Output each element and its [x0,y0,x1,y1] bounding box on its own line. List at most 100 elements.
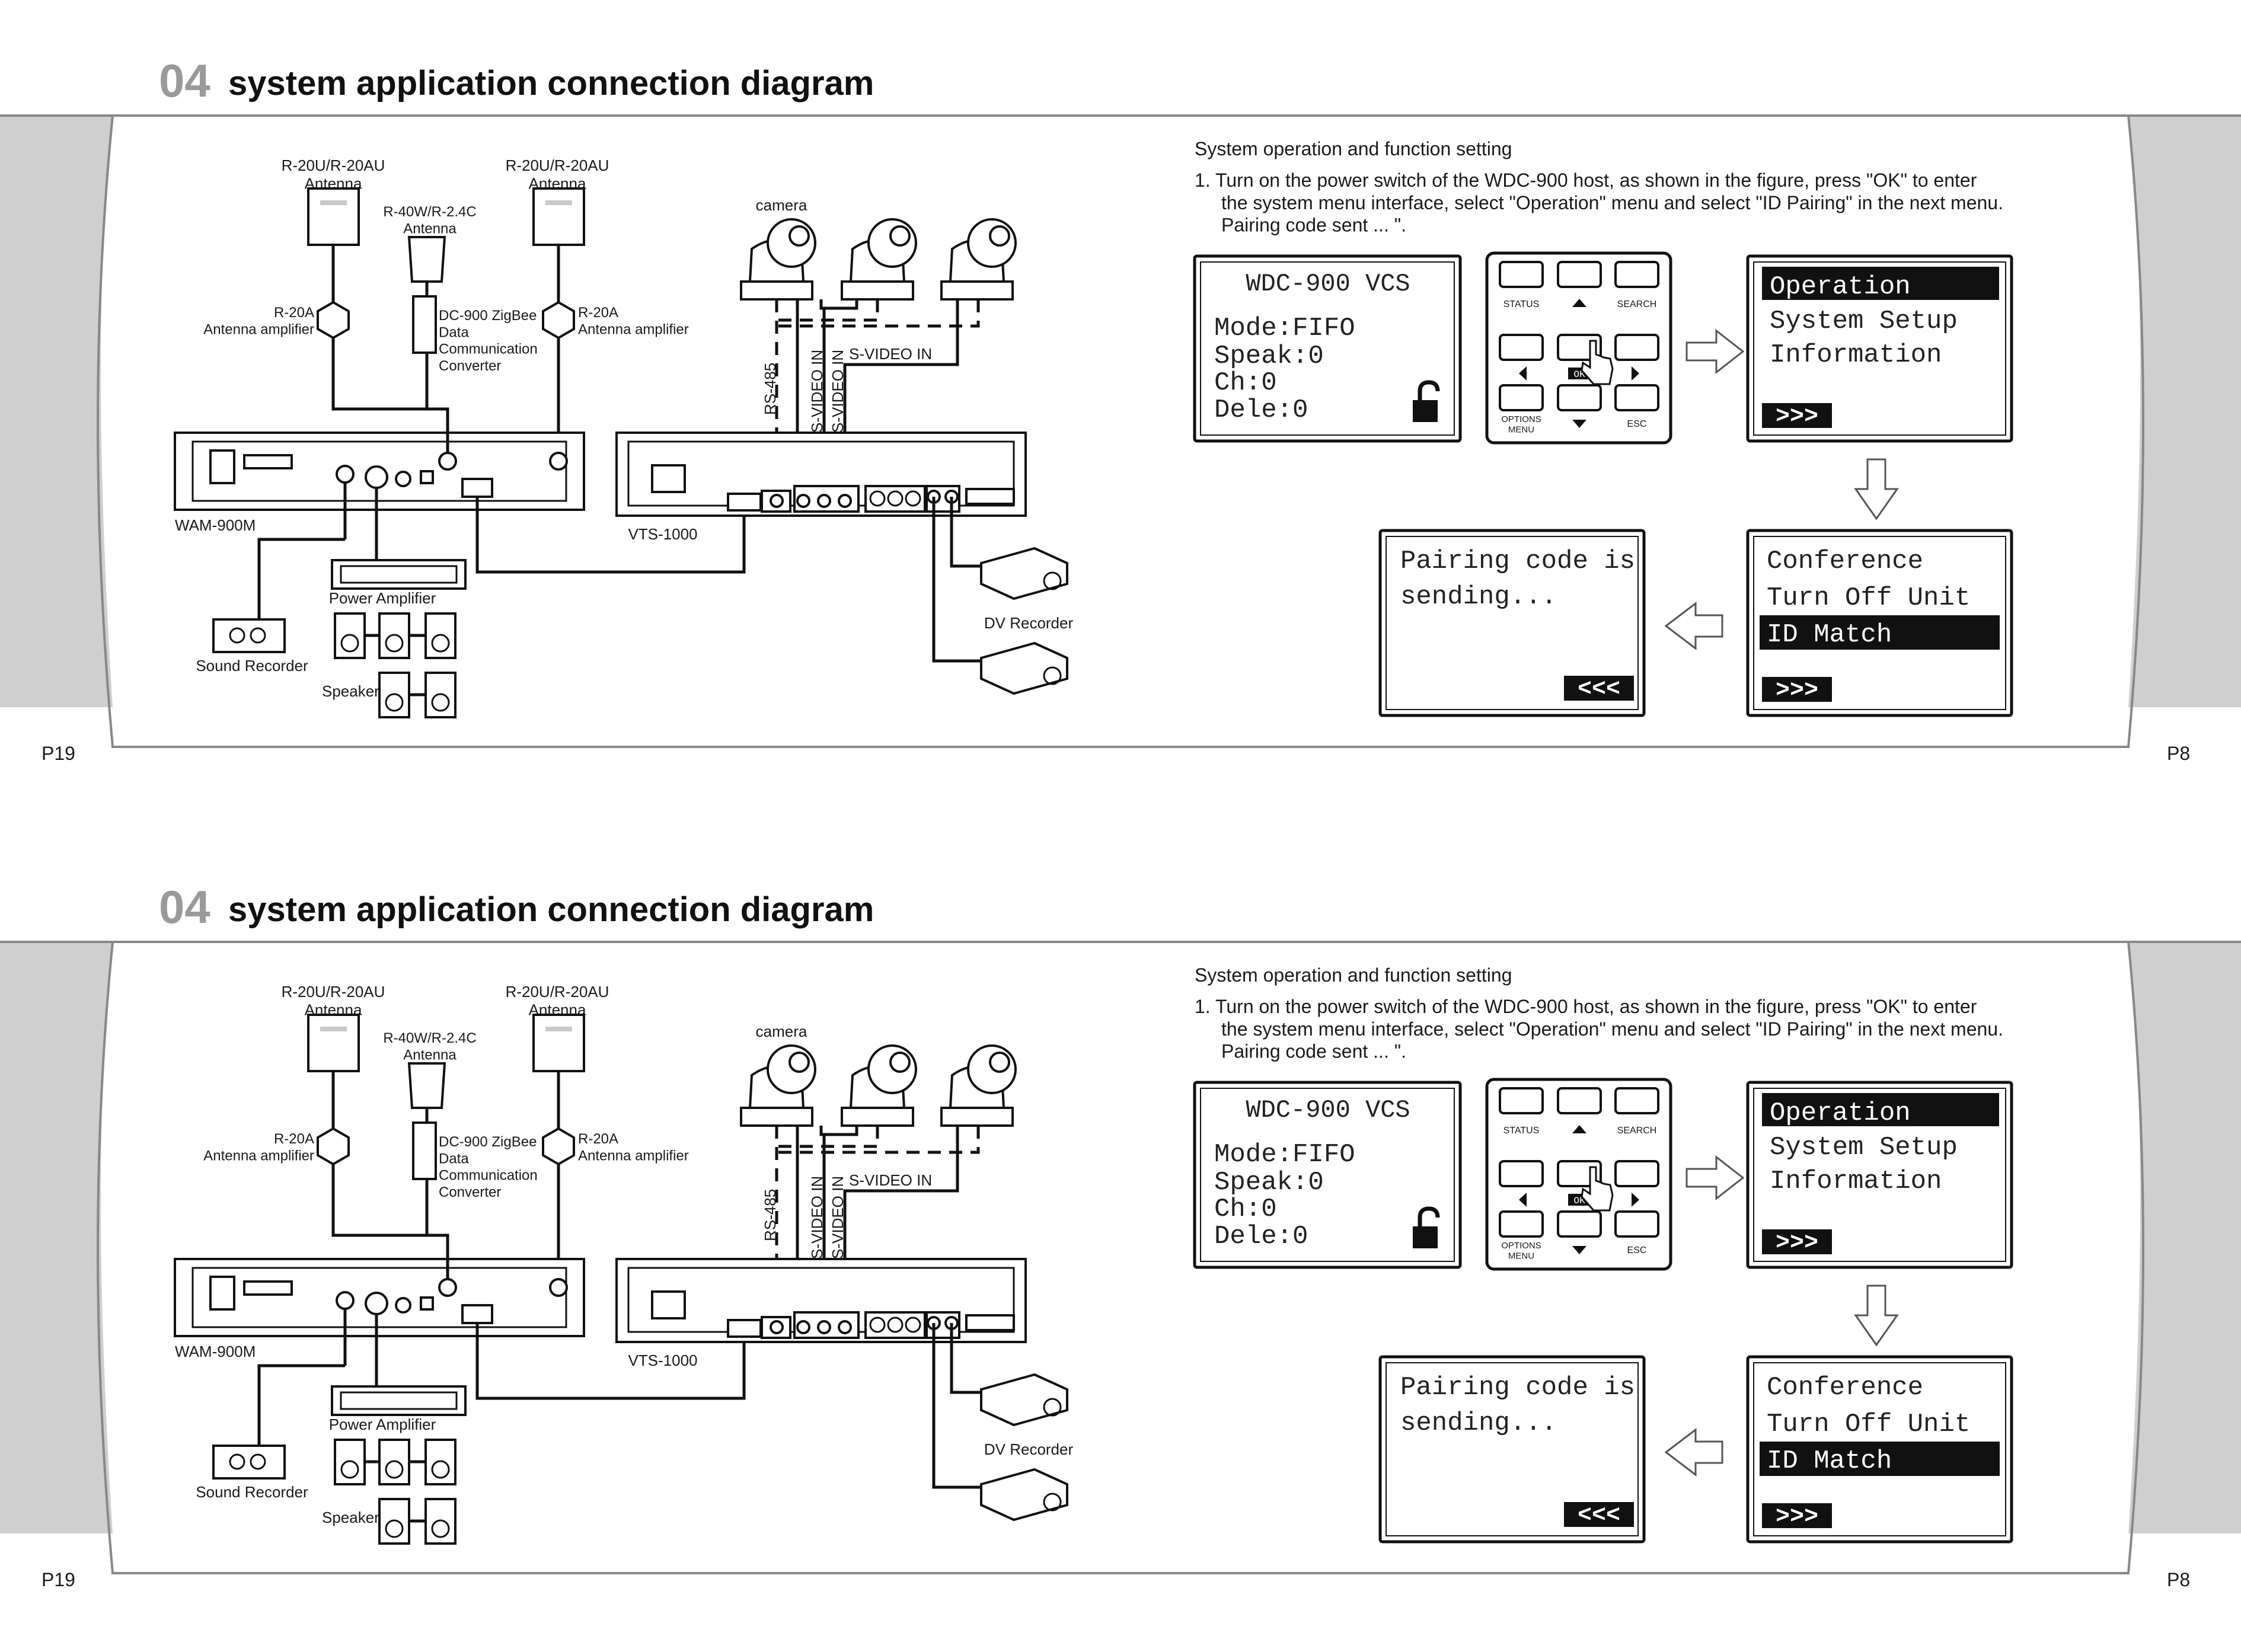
pairing-back-icon[interactable]: <<< [1578,1503,1620,1529]
section-number: 04 [159,881,210,933]
lcd-main-line-2: Speak:0 [1214,341,1324,371]
menu-1-item-3[interactable]: Information [1770,340,1942,370]
page-frame [0,941,2241,1574]
right-page-number: P8 [2167,1569,2190,1590]
page-frame [0,114,2241,748]
left-page-number: P19 [42,743,75,764]
menu-2-item-2[interactable]: Turn Off Unit [1767,1410,1970,1439]
menu-1-item-3[interactable]: Information [1770,1167,1942,1196]
menu-2-item-3[interactable]: ID Match [1767,620,1892,650]
dv-recorder-label: DV Recorder [984,614,1074,632]
svideo-in-label-3: S-VIDEO IN [849,345,932,363]
dv-recorder-1 [980,547,1068,600]
lcd-main-line-4: Dele:0 [1214,395,1308,425]
lcd-main-screen: WDC-900 VCS Mode:FIFO Speak:0 Ch:0 Dele:… [1193,1081,1462,1269]
lcd-main-title: WDC-900 VCS [1246,270,1410,298]
antenna-middle [407,236,446,283]
spread-bottom: 04 system application connection diagram… [0,826,2241,1652]
down-arrow-icon [1572,420,1586,428]
up-key[interactable] [1557,1087,1602,1114]
instructions-heading: System operation and function setting [1195,964,1512,986]
spread-top: 04 system application connection diagram… [0,55,2241,764]
right-key[interactable] [1614,334,1659,361]
lcd-main-line-3: Ch:0 [1214,1194,1277,1224]
left-arrow-icon [1519,1193,1527,1207]
lcd-main-line-4: Dele:0 [1214,1222,1308,1251]
down-arrow-icon [1572,1246,1586,1254]
vts-1000-label: VTS-1000 [628,1351,697,1369]
left-key[interactable] [1499,334,1544,361]
camera-1 [740,218,816,301]
arrow-down-icon [1854,1284,1899,1347]
spread-svg: 04 system application connection diagram… [0,881,2241,1590]
search-key[interactable] [1614,1087,1659,1114]
left-key[interactable] [1499,1160,1544,1187]
menu-2-item-1[interactable]: Conference [1767,1373,1923,1402]
search-key[interactable] [1614,261,1659,288]
menu-2-item-1[interactable]: Conference [1767,547,1923,576]
dv-recorder-2 [980,1468,1068,1522]
options-menu-key[interactable] [1499,384,1544,411]
left-arrow-icon [1519,366,1527,381]
sound-recorder-icon [212,1445,286,1480]
menu-1-item-2[interactable]: System Setup [1770,1133,1958,1162]
options-menu-key[interactable] [1499,1210,1544,1238]
right-key[interactable] [1614,1160,1659,1187]
svideo-in-label-1: S-VIDEO IN [808,350,826,433]
left-gray-band [0,116,113,707]
up-arrow-icon [1572,1125,1586,1133]
camera-3 [940,218,1017,301]
pairing-back-icon[interactable]: <<< [1578,676,1620,703]
zigbee-converter-icon [412,1121,437,1180]
sound-recorder-label: Sound Recorder [196,1483,308,1501]
power-amplifier-label: Power Amplifier [329,1415,436,1433]
antenna-right [532,187,585,246]
right-page-number: P8 [2167,743,2190,764]
rs485-label: RS-485 [761,1189,779,1241]
menu-2-item-3[interactable]: ID Match [1767,1446,1892,1476]
speaker-group [334,612,456,718]
down-key[interactable] [1557,384,1602,411]
instructions-step1: 1. Turn on the power switch of the WDC-9… [1195,170,2003,236]
esc-key-label: ESC [1627,1245,1647,1255]
dv-recorder-label: DV Recorder [984,1440,1074,1458]
right-arrow-icon [1632,366,1639,381]
dv-recorder-2 [980,641,1068,695]
sound-recorder-icon [212,618,286,653]
status-key[interactable] [1499,1087,1544,1114]
menu-1-next-icon[interactable]: >>> [1776,1230,1818,1257]
down-key[interactable] [1557,1210,1602,1238]
menu-2-next-icon[interactable]: >>> [1776,1504,1818,1530]
arrow-left-icon [1664,601,1723,651]
status-key[interactable] [1499,261,1544,288]
menu-1-item-1[interactable]: Operation [1770,1098,1911,1128]
up-key[interactable] [1557,261,1602,288]
esc-key[interactable] [1614,1210,1659,1238]
menu-2-next-icon[interactable]: >>> [1776,678,1818,704]
camera-2 [841,1044,917,1127]
menu-1-next-icon[interactable]: >>> [1776,404,1818,430]
search-key-label: SEARCH [1617,1126,1657,1136]
arrow-right-icon [1685,328,1745,375]
menu-2-item-2[interactable]: Turn Off Unit [1767,583,1970,613]
camera-label: camera [756,196,807,214]
camera-1 [740,1044,816,1127]
menu-1-item-1[interactable]: Operation [1770,272,1911,302]
menu-1-item-2[interactable]: System Setup [1770,306,1958,336]
esc-key[interactable] [1614,384,1659,411]
camera-3 [940,1044,1017,1127]
hand-pointer-icon [1581,1166,1614,1212]
